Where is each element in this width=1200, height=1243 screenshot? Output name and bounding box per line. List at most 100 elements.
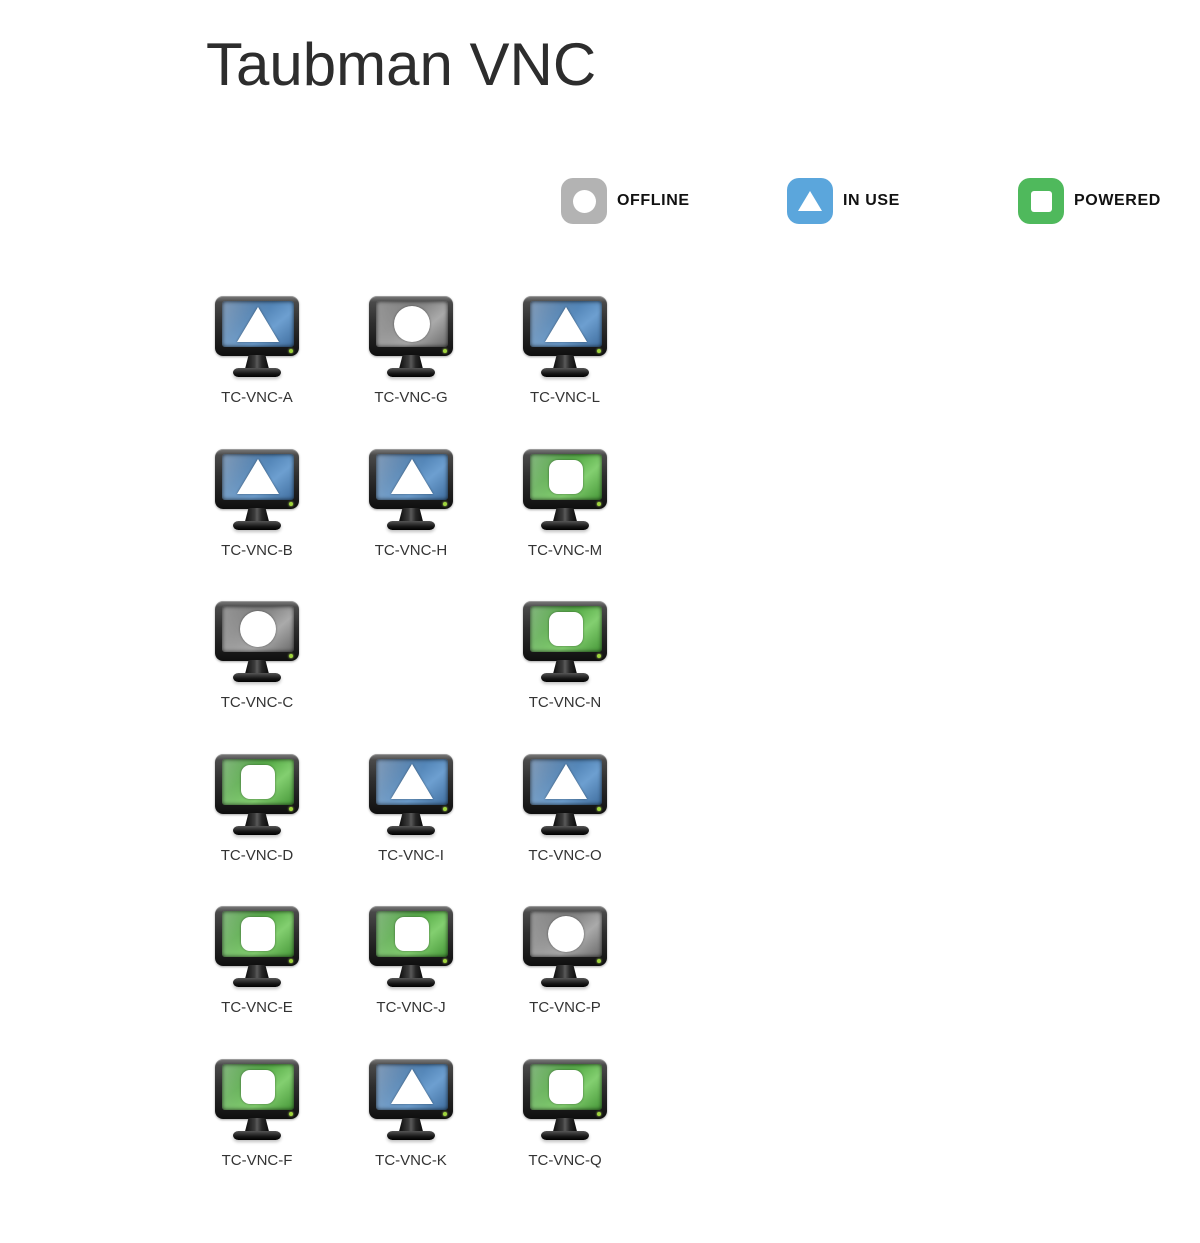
monitor-stand-neck bbox=[553, 812, 577, 827]
machine-label: TC-VNC-G bbox=[374, 389, 448, 406]
monitor-frame bbox=[215, 448, 299, 509]
machine-cell: TC-VNC-L bbox=[488, 296, 642, 449]
monitor-icon[interactable] bbox=[368, 1058, 454, 1143]
power-led-icon bbox=[289, 349, 293, 353]
monitor-icon[interactable] bbox=[522, 448, 608, 533]
machine-cell: TC-VNC-H bbox=[334, 448, 488, 602]
machine-cell: TC-VNC-P bbox=[488, 906, 642, 1059]
machine-label: TC-VNC-K bbox=[375, 1151, 447, 1169]
status-triangle-icon bbox=[237, 459, 279, 494]
monitor-icon[interactable] bbox=[368, 753, 454, 838]
monitor-icon[interactable] bbox=[368, 448, 454, 533]
triangle-icon bbox=[798, 191, 822, 211]
monitor-stand-neck bbox=[245, 1117, 269, 1132]
monitor-stand-neck bbox=[553, 965, 577, 979]
monitor-stand-neck bbox=[245, 355, 269, 369]
monitor-stand-base bbox=[541, 1130, 589, 1140]
monitor-screen bbox=[376, 453, 448, 500]
status-square-icon bbox=[241, 1069, 275, 1104]
monitor-icon[interactable] bbox=[214, 1058, 300, 1143]
monitor-stand-neck bbox=[399, 355, 423, 369]
monitor-icon[interactable] bbox=[522, 1058, 608, 1143]
monitor-icon[interactable] bbox=[522, 296, 608, 380]
in-use-legend-swatch bbox=[787, 178, 833, 224]
monitor-stand-base bbox=[387, 368, 435, 377]
legend-item-in-use: IN USE bbox=[787, 178, 900, 224]
monitor-stand-base bbox=[541, 825, 589, 835]
power-led-icon bbox=[597, 501, 601, 506]
monitor-icon[interactable] bbox=[522, 753, 608, 838]
monitor-icon[interactable] bbox=[522, 601, 608, 685]
machine-label: TC-VNC-C bbox=[220, 694, 294, 711]
monitor-stand-neck bbox=[245, 507, 269, 522]
status-triangle-icon bbox=[391, 764, 433, 799]
power-led-icon bbox=[443, 806, 447, 811]
monitor-stand-base bbox=[541, 368, 589, 377]
machine-label: TC-VNC-Q bbox=[528, 1151, 602, 1169]
monitor-stand-base bbox=[233, 825, 281, 835]
monitor-icon[interactable] bbox=[522, 906, 608, 990]
monitor-icon[interactable] bbox=[214, 296, 300, 380]
monitor-frame bbox=[369, 753, 453, 814]
monitor-stand-base bbox=[541, 520, 589, 530]
monitor-screen bbox=[222, 453, 294, 500]
monitor-stand-neck bbox=[245, 812, 269, 827]
power-led-icon bbox=[443, 501, 447, 506]
power-led-icon bbox=[289, 501, 293, 506]
machine-label: TC-VNC-E bbox=[221, 999, 293, 1016]
monitor-icon[interactable] bbox=[214, 753, 300, 838]
power-led-icon bbox=[597, 959, 601, 963]
monitor-stand-neck bbox=[553, 355, 577, 369]
machine-label: TC-VNC-A bbox=[221, 389, 293, 406]
monitor-screen bbox=[530, 301, 602, 347]
monitor-stand-base bbox=[541, 978, 589, 987]
machine-cell: TC-VNC-B bbox=[180, 448, 334, 602]
status-circle-icon bbox=[394, 306, 430, 342]
legend-label-powered: POWERED bbox=[1074, 192, 1161, 209]
monitor-icon[interactable] bbox=[368, 906, 454, 990]
monitor-icon[interactable] bbox=[214, 906, 300, 990]
power-led-icon bbox=[289, 1111, 293, 1116]
machine-cell: TC-VNC-A bbox=[180, 296, 334, 449]
machine-cell: TC-VNC-C bbox=[180, 601, 334, 754]
offline-legend-swatch bbox=[561, 178, 607, 224]
monitor-frame bbox=[523, 1058, 607, 1119]
monitor-screen bbox=[222, 606, 294, 652]
page-title: Taubman VNC bbox=[206, 31, 597, 98]
monitor-stand-base bbox=[387, 825, 435, 835]
monitor-screen bbox=[222, 1063, 294, 1110]
status-triangle-icon bbox=[545, 764, 587, 799]
machine-cell: TC-VNC-M bbox=[488, 448, 642, 602]
machine-grid: TC-VNC-A TC-VNC-G TC-VNC-L bbox=[180, 296, 642, 1211]
machine-cell: TC-VNC-N bbox=[488, 601, 642, 754]
monitor-screen bbox=[376, 301, 448, 347]
monitor-icon[interactable] bbox=[214, 601, 300, 685]
machine-cell: TC-VNC-O bbox=[488, 753, 642, 907]
status-square-icon bbox=[241, 917, 275, 951]
monitor-screen bbox=[530, 911, 602, 957]
status-triangle-icon bbox=[237, 306, 279, 342]
powered-legend-swatch bbox=[1018, 178, 1064, 224]
machine-cell: TC-VNC-G bbox=[334, 296, 488, 449]
monitor-icon[interactable] bbox=[214, 448, 300, 533]
status-triangle-icon bbox=[391, 1069, 433, 1104]
monitor-stand-base bbox=[387, 1130, 435, 1140]
machine-cell: TC-VNC-I bbox=[334, 753, 488, 907]
status-square-icon bbox=[549, 459, 583, 494]
legend-label-offline: OFFLINE bbox=[617, 192, 690, 209]
monitor-stand-base bbox=[541, 673, 589, 682]
status-triangle-icon bbox=[545, 306, 587, 342]
status-square-icon bbox=[241, 764, 275, 799]
monitor-screen bbox=[222, 301, 294, 347]
legend-item-offline: OFFLINE bbox=[561, 178, 690, 224]
monitor-screen bbox=[222, 758, 294, 805]
monitor-frame bbox=[369, 448, 453, 509]
monitor-icon[interactable] bbox=[368, 296, 454, 380]
monitor-stand-neck bbox=[399, 507, 423, 522]
power-led-icon bbox=[443, 1111, 447, 1116]
monitor-stand-neck bbox=[553, 1117, 577, 1132]
monitor-frame bbox=[523, 601, 607, 661]
machine-cell: TC-VNC-D bbox=[180, 753, 334, 907]
machine-cell: TC-VNC-Q bbox=[488, 1058, 642, 1212]
monitor-stand-base bbox=[233, 368, 281, 377]
